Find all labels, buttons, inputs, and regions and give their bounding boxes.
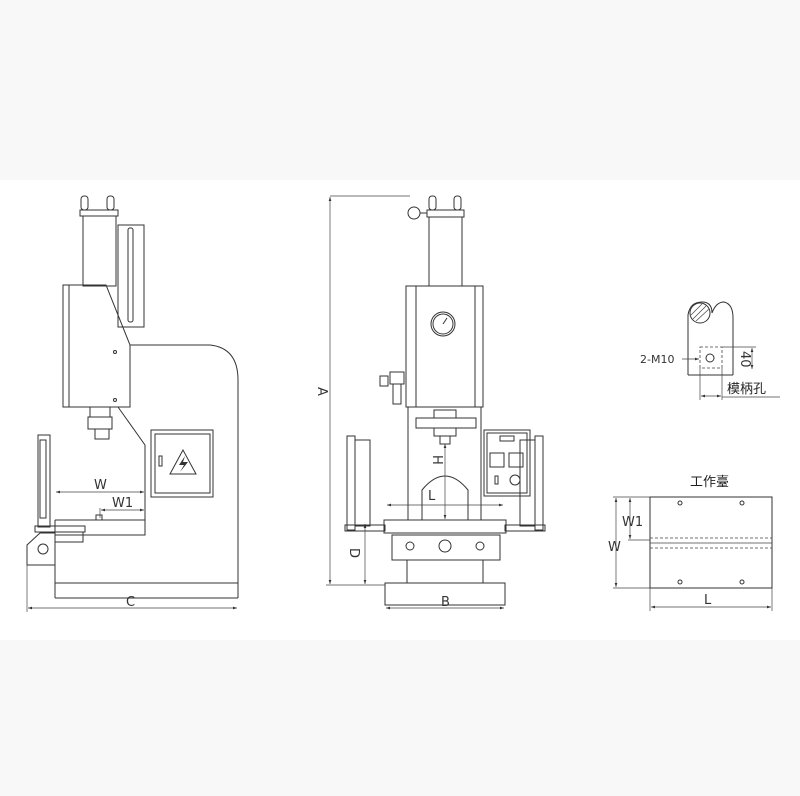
pressure-gauge-icon: [430, 311, 456, 337]
electrical-box: [150, 429, 214, 498]
dim-b-label: B: [441, 595, 450, 610]
worktable-dim-l-label: L: [704, 593, 712, 608]
dim-h-label: H: [429, 455, 444, 465]
hatched-section-icon: [689, 302, 711, 324]
front-view-dimensions: A H L D B: [314, 195, 504, 610]
air-gauge-icon: [407, 206, 421, 220]
worktable-title: 工作臺: [690, 475, 729, 490]
dim-w1-label: W1: [112, 496, 133, 511]
worktable-dim-w1-label: W1: [622, 515, 643, 530]
dim-l-label: L: [428, 489, 436, 504]
dim-w-label: W: [94, 478, 107, 493]
thread-label: 2-M10: [640, 353, 674, 366]
front-view-machine: [344, 195, 546, 606]
air-filter-icon: [389, 371, 405, 385]
shank-hole-title: 模柄孔: [727, 382, 766, 397]
control-panel: [483, 429, 531, 497]
shank-hole-detail: 2-M10 40 模柄孔: [640, 301, 780, 400]
dim-40-label: 40: [737, 351, 752, 368]
dim-d-label: D: [346, 548, 361, 558]
side-view-machine: [26, 195, 239, 599]
worktable-detail: 工作臺 W1 W L: [608, 475, 773, 611]
dim-c-label: C: [126, 595, 135, 610]
side-view-dimensions: W W1 C: [26, 478, 237, 612]
dim-a-label: A: [314, 387, 329, 396]
worktable-dim-w-label: W: [608, 540, 621, 555]
high-voltage-warning-icon: [169, 448, 197, 475]
